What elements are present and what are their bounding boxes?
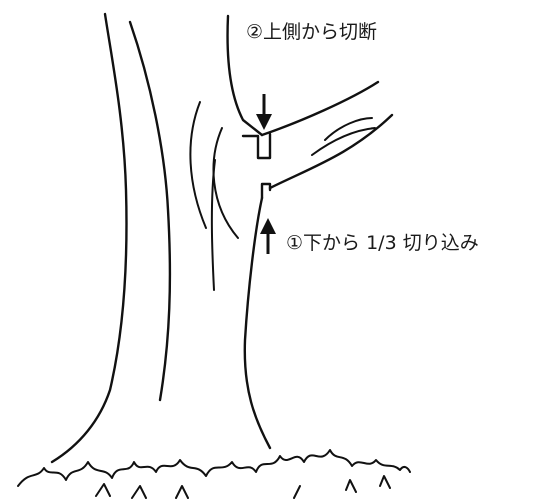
trunk-inner-line (128, 20, 172, 402)
bark-stroke (189, 101, 207, 229)
trunk-left-edge (50, 12, 128, 464)
grass (17, 449, 411, 487)
lower-cut (260, 182, 272, 200)
branch-upper-edge (260, 80, 380, 137)
step1-label: ①下から 1/3 切り込み (286, 232, 479, 254)
bark-stroke (212, 127, 239, 239)
bark-stroke (324, 117, 373, 141)
arrow-up-icon (260, 218, 276, 254)
bark-stroke (311, 127, 376, 156)
arrow-down-icon (256, 94, 272, 130)
trunk-right-upper (226, 14, 264, 137)
upper-cut (241, 132, 272, 160)
grass (95, 475, 391, 499)
trunk-right-lower (243, 196, 272, 450)
step2-label: ②上側から切断 (246, 21, 378, 43)
bark-stroke (210, 159, 216, 291)
branch-lower-edge (268, 113, 394, 190)
